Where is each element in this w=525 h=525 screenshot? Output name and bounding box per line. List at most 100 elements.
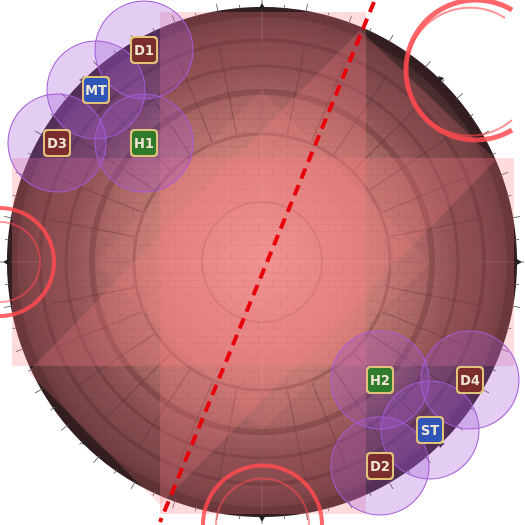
arena-spoke — [389, 286, 480, 306]
telegraph-ring-bottom-inner — [215, 477, 310, 525]
aoe-vertical-band — [160, 12, 366, 514]
arena-spoke — [218, 389, 238, 480]
marker-label: D4 — [460, 374, 480, 389]
arena-spoke — [311, 56, 348, 143]
marker-label: D3 — [47, 137, 67, 152]
tick-mark-icon — [327, 506, 330, 512]
dashed-cleave-line — [158, 1, 376, 523]
arena-ring-4 — [132, 132, 392, 392]
aoe-horizontal-band — [12, 158, 514, 366]
role-markers: D1 MT D3 H1 H2 D4 ST — [43, 36, 484, 480]
arena-spoke — [369, 138, 447, 191]
aoe-diagonal-band — [28, 30, 496, 505]
tick-mark-icon — [388, 34, 394, 44]
arena-spoke — [56, 311, 143, 348]
marker-label: D1 — [134, 44, 154, 59]
marker-fill — [368, 368, 392, 392]
triangle-arrow-icon — [258, 515, 266, 522]
marker-fill — [132, 131, 156, 155]
arena-spoke — [77, 138, 155, 191]
tick-mark-icon — [216, 3, 219, 13]
arena-spoke — [77, 333, 155, 386]
marker-st[interactable]: ST — [416, 416, 444, 444]
marker-mt[interactable]: MT — [82, 76, 110, 104]
tick-mark-icon — [152, 28, 156, 33]
arena-spokes — [40, 40, 484, 484]
tick-mark-icon — [348, 499, 352, 509]
arena-ring-center — [201, 201, 323, 323]
tick-mark-icon — [194, 12, 197, 18]
tick-mark-icon — [172, 15, 176, 25]
marker-label: H2 — [370, 374, 390, 389]
tick-mark-icon — [194, 506, 197, 512]
tick-mark-icon — [172, 499, 176, 509]
marker-label: H1 — [134, 137, 154, 152]
marker-fill — [132, 38, 156, 62]
marker-d3[interactable]: D3 — [43, 129, 71, 157]
marker-d1[interactable]: D1 — [130, 36, 158, 64]
tick-mark-icon — [511, 305, 521, 308]
marker-fill — [418, 418, 442, 442]
arena-spoke — [333, 77, 386, 155]
tick-mark-icon — [15, 172, 25, 176]
arena-spoke — [176, 381, 213, 468]
marker-d4[interactable]: D4 — [456, 366, 484, 394]
arena-spoke — [218, 44, 238, 135]
arena-spoke — [333, 369, 386, 447]
tick-mark-icon — [152, 491, 156, 496]
compass-arrows — [3, 3, 522, 522]
tick-mark-icon — [28, 152, 33, 156]
tick-mark-icon — [34, 130, 44, 136]
tick-mark-icon — [50, 406, 55, 411]
tick-mark-icon — [79, 440, 84, 445]
arena-spoke — [176, 56, 213, 143]
arena-spoke — [44, 218, 135, 238]
tick-mark-icon — [499, 348, 509, 352]
arena-spoke — [44, 286, 135, 306]
tick-mark-icon — [491, 152, 496, 156]
tick-mark-icon — [12, 327, 18, 330]
arena-rim — [7, 7, 517, 517]
tick-mark-icon — [368, 491, 372, 496]
arena-spoke — [286, 389, 306, 480]
marker-label: MT — [85, 84, 107, 99]
telegraph-ring-top-right-inner — [405, 6, 513, 137]
triangle-arrow-icon — [515, 258, 522, 266]
marker-h1[interactable]: H1 — [130, 129, 158, 157]
marker-fill — [368, 454, 392, 478]
telegraph-ring-left-inner — [0, 221, 41, 303]
telegraph-ring-bottom — [201, 463, 324, 525]
tick-mark-icon — [406, 469, 411, 474]
triangle-arrow-icon — [438, 76, 444, 82]
tick-mark-icon — [491, 368, 496, 372]
marker-fill — [458, 368, 482, 392]
arena-spoke — [138, 369, 191, 447]
telegraph-ring-left — [0, 206, 56, 318]
arena-spoke — [286, 44, 306, 135]
marker-label: ST — [421, 424, 439, 439]
tick-mark-icon — [424, 61, 431, 69]
marker-d2[interactable]: D2 — [366, 452, 394, 480]
tick-mark-icon — [15, 348, 25, 352]
arena-spoke — [104, 353, 171, 420]
marker-h2[interactable]: H2 — [366, 366, 394, 394]
marker-label: D2 — [370, 460, 390, 475]
telegraph-rings — [0, 0, 514, 525]
tick-mark-icon — [388, 480, 394, 490]
tick-mark-icon — [50, 113, 55, 118]
triangle-arrow-icon — [82, 440, 88, 446]
tick-mark-icon — [3, 216, 13, 219]
arena-spoke — [389, 218, 480, 238]
tick-mark-icon — [424, 455, 431, 463]
tick-mark-icon — [113, 50, 118, 55]
tick-mark-icon — [455, 93, 463, 100]
tick-mark-icon — [3, 305, 13, 308]
arena-spoke — [369, 333, 447, 386]
arena-spoke — [381, 176, 468, 213]
tick-mark-icon — [93, 455, 100, 463]
arena-spoke — [311, 381, 348, 468]
tick-mark-icon — [61, 424, 69, 431]
